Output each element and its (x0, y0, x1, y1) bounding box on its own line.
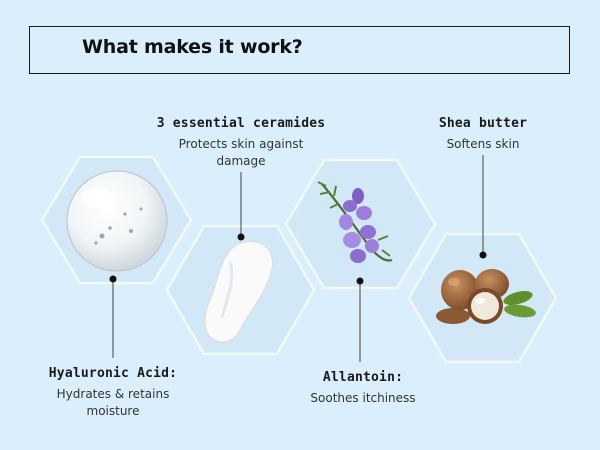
ingredient-name: Shea butter (438, 116, 528, 131)
ingredient-name: Allantoin: (322, 370, 404, 385)
ingredient-name: Hyaluronic Acid: (48, 366, 178, 381)
cream-swatch-icon (204, 241, 274, 343)
hexagon-hyaluronic (40, 155, 193, 285)
hexagon-allantoin (284, 158, 437, 290)
connector-shea (479, 155, 487, 259)
shea-nuts-icon (436, 269, 536, 324)
hexagon-ceramides (165, 224, 316, 356)
hexagon-shea (407, 232, 558, 364)
label-allantoin: Allantoin: Soothes itchiness (290, 370, 436, 407)
label-shea: Shea butter Softens skin (418, 116, 548, 153)
connector-ceramides (237, 172, 245, 241)
lavender-flower-icon (317, 181, 393, 263)
ingredient-description: Hydrates & retains moisture (56, 387, 170, 418)
page-title: What makes it work? (82, 36, 303, 58)
ingredient-description: Softens skin (446, 137, 520, 151)
ingredient-description: Soothes itchiness (310, 391, 416, 405)
ingredient-description: Protects skin against damage (178, 137, 304, 168)
label-ceramides: 3 essential ceramides Protects skin agai… (143, 116, 339, 170)
title-box: What makes it work? (29, 26, 570, 74)
ingredient-name: 3 essential ceramides (156, 116, 326, 131)
connector-hyaluronic (109, 275, 117, 358)
gel-droplet-icon (66, 170, 168, 272)
label-hyaluronic: Hyaluronic Acid: Hydrates & retains mois… (20, 366, 206, 420)
connector-allantoin (356, 277, 364, 362)
